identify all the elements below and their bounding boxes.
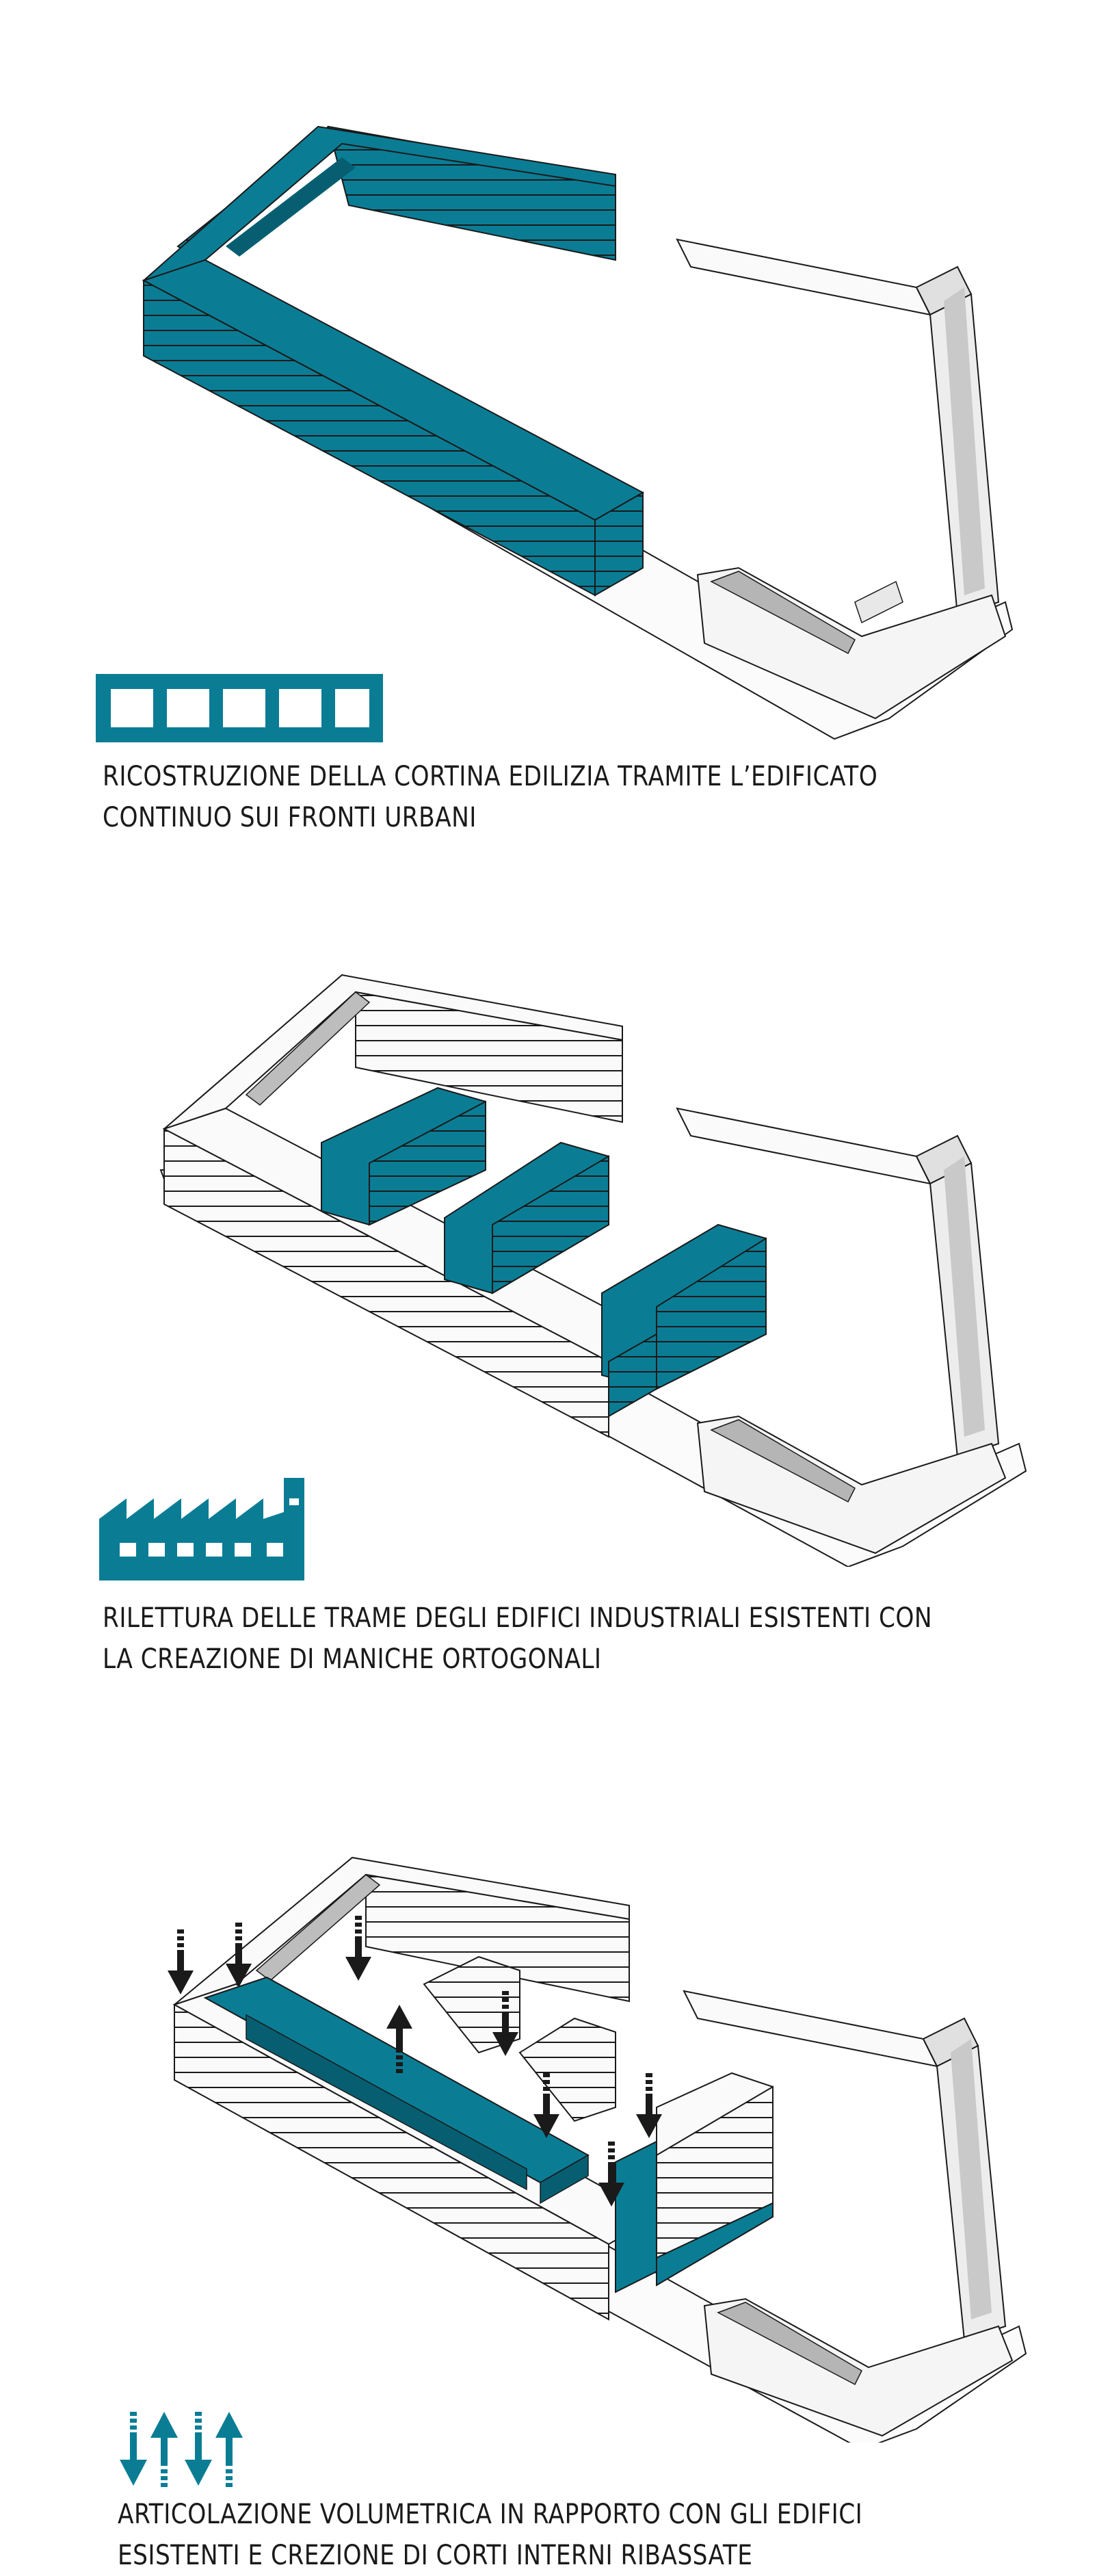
sunken-court-2 — [615, 2140, 657, 2293]
step-1-caption-line-2: CONTINUO SUI FRONTI URBANI — [103, 802, 477, 833]
down-arrow-icon — [598, 2142, 624, 2207]
step-3-panel: ARTICOLAZIONE VOLUMETRICA IN RAPPORTO CO… — [0, 1847, 1097, 2571]
step-1-panel: RICOSTRUZIONE DELLA CORTINA EDILIZIA TRA… — [0, 0, 1097, 855]
step-2-diagram — [159, 974, 1027, 1567]
step-1-caption-line-1: RICOSTRUZIONE DELLA CORTINA EDILIZIA TRA… — [103, 761, 878, 792]
step-1-caption: RICOSTRUZIONE DELLA CORTINA EDILIZIA TRA… — [103, 756, 877, 838]
step-3-caption: ARTICOLAZIONE VOLUMETRICA IN RAPPORTO CO… — [118, 2494, 862, 2576]
frame-building-white — [162, 974, 659, 1438]
step-1-diagram — [142, 125, 1014, 740]
step-3-caption-line-1: ARTICOLAZIONE VOLUMETRICA IN RAPPORTO CO… — [118, 2499, 863, 2530]
down-arrow-icon — [226, 1923, 252, 1988]
step-3-caption-line-2: ESISTENTI E CREZIONE DI CORTI INTERNI RI… — [118, 2540, 753, 2571]
new-building-frame — [142, 125, 645, 597]
existing-building-east — [676, 238, 1007, 720]
down-arrow-icon — [168, 1929, 194, 1994]
factory-icon — [99, 1478, 304, 1580]
step-2-caption: RILETTURA DELLE TRAME DEGLI EDIFICI INDU… — [103, 1598, 932, 1680]
up-arrow-icon — [386, 2005, 412, 2073]
new-orthogonal-wings — [321, 1087, 767, 1418]
volume-arrows — [168, 1916, 662, 2207]
sunken-courts — [203, 1976, 774, 2293]
down-arrow-icon — [533, 2073, 559, 2138]
existing-building-east — [676, 1107, 1007, 1554]
step-2-caption-line-1: RILETTURA DELLE TRAME DEGLI EDIFICI INDU… — [103, 1602, 933, 1634]
step-2-panel: RILETTURA DELLE TRAME DEGLI EDIFICI INDU… — [0, 951, 1097, 1704]
down-arrow-icon — [345, 1916, 371, 1981]
up-down-arrows-icon — [120, 2412, 243, 2487]
existing-building-east — [683, 1990, 1014, 2437]
down-arrow-icon — [636, 2073, 662, 2138]
down-arrow-icon — [492, 1991, 518, 2056]
step-3-diagram — [168, 1856, 1027, 2443]
step-2-caption-line-2: LA CREAZIONE DI MANICHE ORTOGONALI — [103, 1643, 602, 1675]
frame-icon — [96, 674, 383, 742]
